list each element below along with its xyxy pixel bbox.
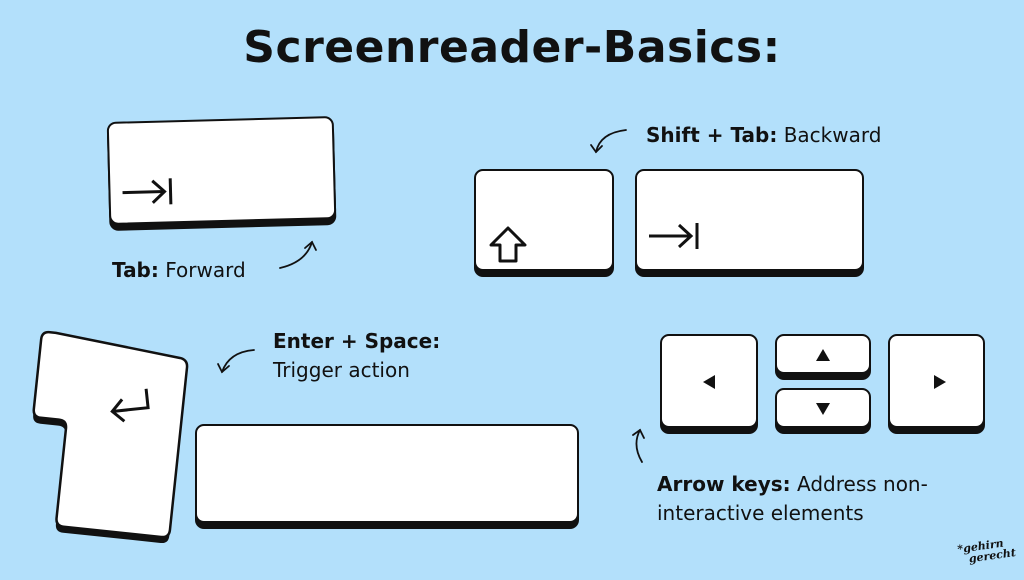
tab-arrow-icon: [122, 178, 173, 205]
arrow-up-key: [775, 334, 871, 374]
shift-key: [474, 169, 614, 271]
tab-key-name: Tab:: [112, 258, 159, 282]
triangle-left-icon: [703, 375, 715, 389]
shift-tab-action: Backward: [783, 123, 882, 147]
triangle-right-icon: [934, 375, 946, 389]
shift-tab-key-name: Shift + Tab:: [646, 123, 778, 147]
enter-space-action: Trigger action: [273, 358, 410, 382]
tab-arrow-icon: [649, 223, 699, 249]
arrow-keys-label: Arrow keys: Address non- interactive ele…: [657, 470, 928, 528]
curved-arrow-icon: [590, 129, 627, 154]
space-key: [195, 424, 579, 523]
triangle-down-icon: [816, 403, 830, 415]
tab-key-secondary: [635, 169, 864, 271]
arrow-keys-key-name: Arrow keys:: [657, 472, 791, 496]
arrow-keys-action-line1: Address non-: [797, 472, 928, 496]
page-title: Screenreader-Basics:: [243, 22, 781, 73]
enter-arrow-icon: [110, 388, 150, 423]
curved-arrow-icon: [217, 349, 255, 374]
tab-label: Tab: Forward: [112, 256, 246, 285]
curved-arrow-icon: [632, 428, 645, 463]
enter-key: [32, 330, 189, 544]
arrow-left-key: [660, 334, 758, 428]
tab-key: [106, 116, 337, 225]
enter-space-label: Enter + Space: Trigger action: [273, 327, 440, 385]
arrow-right-key: [888, 334, 985, 428]
shift-arrow-icon: [489, 226, 527, 263]
arrow-down-key: [775, 388, 871, 428]
shift-tab-label: Shift + Tab: Backward: [646, 121, 881, 150]
triangle-up-icon: [816, 349, 830, 361]
curved-arrow-icon: [279, 240, 317, 269]
enter-space-key-name: Enter + Space:: [273, 329, 441, 353]
tab-action: Forward: [165, 258, 246, 282]
arrow-keys-action-line2: interactive elements: [657, 501, 864, 525]
